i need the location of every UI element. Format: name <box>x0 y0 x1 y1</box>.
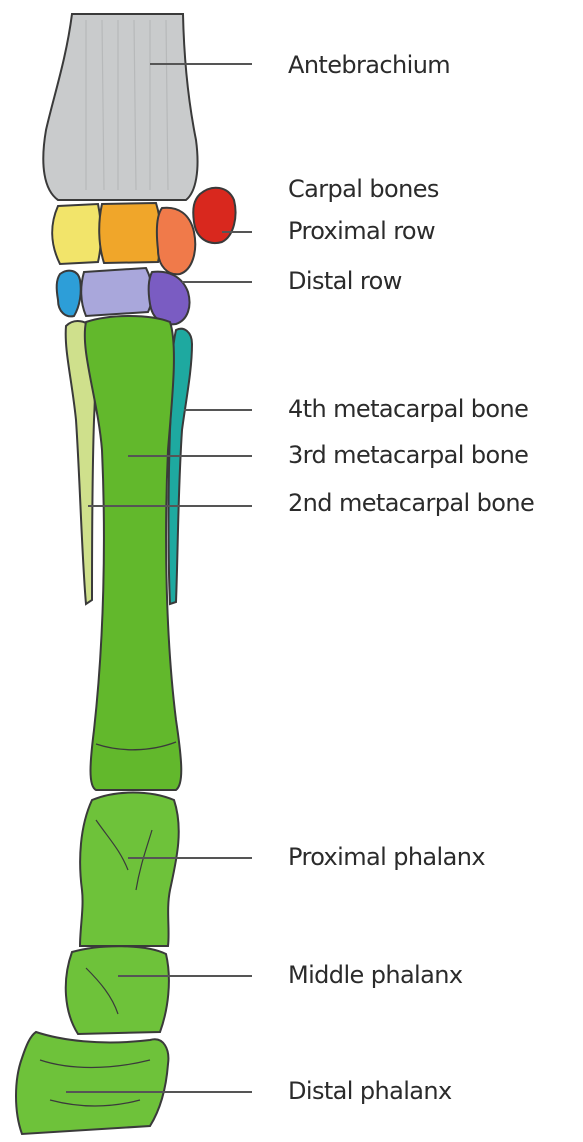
intermediate-carpal-bone <box>99 203 161 263</box>
antebrachium-bone <box>43 14 197 200</box>
label-distal-phalanx: Distal phalanx <box>288 1078 452 1104</box>
accessory-carpal-bone <box>193 188 235 243</box>
label-carpal-bones: Carpal bones <box>288 176 439 202</box>
middle-phalanx-bone <box>66 946 169 1034</box>
label-2nd-metacarpal-bone: 2nd metacarpal bone <box>288 490 534 516</box>
label-antebrachium: Antebrachium <box>288 52 450 78</box>
third-carpal-bone <box>81 268 152 316</box>
label-distal-row: Distal row <box>288 268 402 294</box>
label-proximal-phalanx: Proximal phalanx <box>288 844 485 870</box>
proximal-phalanx-bone <box>80 793 179 947</box>
fourth-carpal-bone <box>149 272 190 325</box>
third-metacarpal-bone <box>85 316 181 790</box>
label-proximal-row: Proximal row <box>288 218 435 244</box>
label-4th-metacarpal-bone: 4th metacarpal bone <box>288 396 528 422</box>
label-3rd-metacarpal-bone: 3rd metacarpal bone <box>288 442 528 468</box>
label-middle-phalanx: Middle phalanx <box>288 962 462 988</box>
ulnar-carpal-bone <box>157 208 195 275</box>
radial-carpal-bone <box>52 204 101 264</box>
second-carpal-bone <box>57 271 81 317</box>
distal-phalanx-bone <box>16 1032 168 1134</box>
